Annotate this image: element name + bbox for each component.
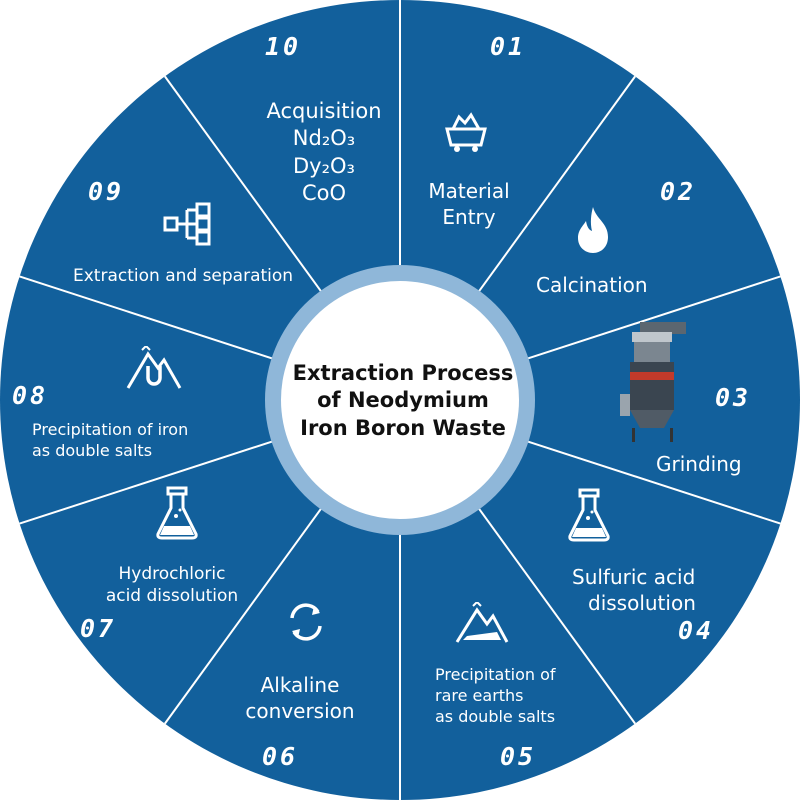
- cycle-arrows-icon: [290, 603, 322, 641]
- flask-icon: [568, 488, 610, 542]
- step-label-07: Hydrochloric acid dissolution: [105, 564, 239, 607]
- step-label-06: Alkaline conversion: [245, 673, 355, 723]
- segment-divider: [523, 439, 781, 525]
- precipitate-icon: [455, 602, 509, 643]
- step-number-02: 02: [660, 177, 697, 206]
- center-title-line: of Neodymium: [317, 388, 489, 413]
- step-label-02: Calcination: [536, 273, 648, 297]
- segment-dividers: [19, 0, 781, 800]
- segment-divider: [164, 504, 325, 725]
- step-number-06: 06: [262, 742, 299, 771]
- flask-icon: [156, 486, 198, 540]
- center-circle: [281, 281, 519, 519]
- step-number-08: 08: [12, 381, 49, 410]
- step-label-01: Material Entry: [428, 179, 510, 229]
- step-number-09: 09: [88, 177, 125, 206]
- step-number-07: 07: [80, 614, 117, 643]
- magnet-precipitate-icon: [126, 346, 182, 389]
- segment-divider: [475, 75, 636, 296]
- center-title: Extraction Process of Neodymium Iron Bor…: [278, 360, 528, 442]
- step-number-10: 10: [265, 32, 302, 61]
- step-number-03: 03: [715, 383, 752, 412]
- center-title-line: Iron Boron Waste: [300, 415, 506, 440]
- flame-icon: [578, 207, 608, 253]
- grinding-mill-image: [620, 322, 686, 442]
- step-label-09: Extraction and separation: [73, 266, 294, 286]
- segment-divider: [19, 275, 277, 361]
- mine-cart-icon: [445, 112, 487, 152]
- step-label-04: Sulfuric acid dissolution: [572, 565, 696, 615]
- step-label-08: Precipitation of iron as double salts: [32, 420, 189, 460]
- segment-divider: [475, 504, 636, 725]
- step-label-03: Grinding: [656, 452, 742, 476]
- step-label-05: Precipitation of rare earths as double s…: [435, 665, 556, 726]
- step-number-04: 04: [678, 616, 715, 645]
- center-title-line: Extraction Process: [292, 361, 514, 385]
- flowchart-icon: [163, 202, 211, 246]
- step-number-05: 05: [500, 742, 537, 771]
- segment-divider: [523, 275, 781, 361]
- segment-divider: [164, 75, 325, 296]
- step-number-01: 01: [490, 32, 527, 61]
- segment-divider: [19, 439, 277, 525]
- step-label-10: Acquisition Nd₂O₃ Dy₂O₃ CoO: [266, 99, 382, 205]
